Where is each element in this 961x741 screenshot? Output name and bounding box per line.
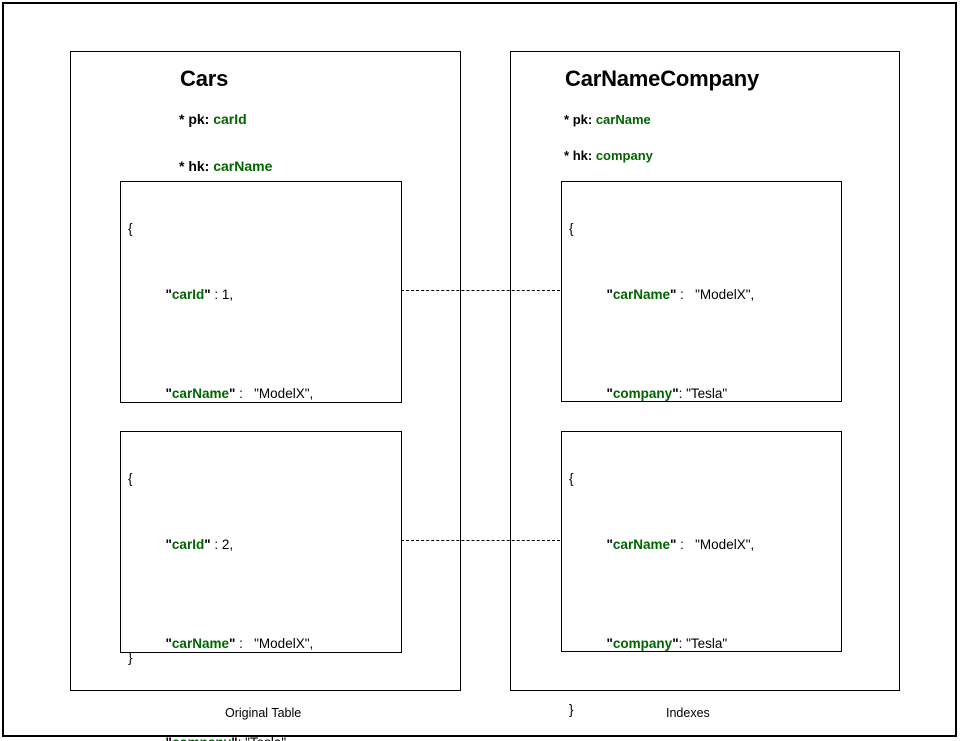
- index-record-1: { "carName" : "ModelX", "company": "Tesl…: [561, 181, 842, 467]
- hk-label: hk:: [188, 158, 210, 174]
- bullet-star: *: [564, 148, 570, 163]
- hk-value-company: company: [595, 148, 653, 163]
- caption-indexes: Indexes: [666, 706, 710, 720]
- connector-record-2: [401, 540, 560, 541]
- cars-record-1: { "carId" : 1, "carName" : "ModelX", "da…: [120, 181, 402, 665]
- hash-key-line-index: * hk: company: [564, 148, 653, 163]
- json-field-company: "company": "Tesla": [606, 386, 728, 401]
- connector-record-1: [401, 290, 560, 291]
- pk-value-carname: carName: [595, 112, 651, 127]
- json-brace-open: {: [128, 471, 133, 486]
- index-record-2: { "carName" : "ModelX", "company": "Tesl…: [561, 431, 842, 717]
- hk-label: hk:: [572, 148, 593, 163]
- json-field-carname: "carName" : "ModelX",: [165, 636, 314, 651]
- hk-value-carname: carName: [213, 158, 273, 174]
- bullet-star: *: [564, 112, 570, 127]
- caption-original-table: Original Table: [225, 706, 302, 720]
- json-brace-open: {: [569, 471, 574, 486]
- cars-record-2: { "carId" : 2, "carName" : "ModelX", "co…: [120, 431, 402, 741]
- bullet-star: *: [179, 158, 185, 174]
- json-field-company: "company": "Tesla": [128, 693, 397, 741]
- json-brace-open: {: [569, 221, 574, 236]
- pk-label: pk:: [572, 112, 593, 127]
- pk-label: pk:: [188, 111, 210, 127]
- json-field-company: "company": "Tesla": [606, 636, 728, 651]
- json-brace-close: }: [128, 650, 133, 665]
- primary-key-line-cars: * pk: carId: [179, 111, 247, 127]
- json-field-carname: "carName" : "ModelX",: [165, 386, 314, 401]
- json-field-carname: "carName" : "ModelX",: [606, 287, 755, 302]
- json-field-carid: "carId" : 2,: [165, 537, 234, 552]
- panel-original-table: Cars * pk: carId * hk: carName { "carId"…: [70, 51, 461, 741]
- primary-key-line-index: * pk: carName: [564, 112, 651, 127]
- bullet-star: *: [179, 111, 185, 127]
- panel-indexes: CarNameCompany * pk: carName * hk: compa…: [510, 51, 900, 717]
- hash-key-line-cars: * hk: carName: [179, 158, 272, 174]
- pk-value-carid: carId: [213, 111, 247, 127]
- json-field-carid: "carId" : 1,: [165, 287, 234, 302]
- panel-title-cars: Cars: [180, 66, 229, 91]
- json-brace-close: }: [569, 702, 574, 717]
- json-field-carname: "carName" : "ModelX",: [606, 537, 755, 552]
- json-brace-open: {: [128, 221, 133, 236]
- panel-title-carnamecompany: CarNameCompany: [565, 66, 760, 91]
